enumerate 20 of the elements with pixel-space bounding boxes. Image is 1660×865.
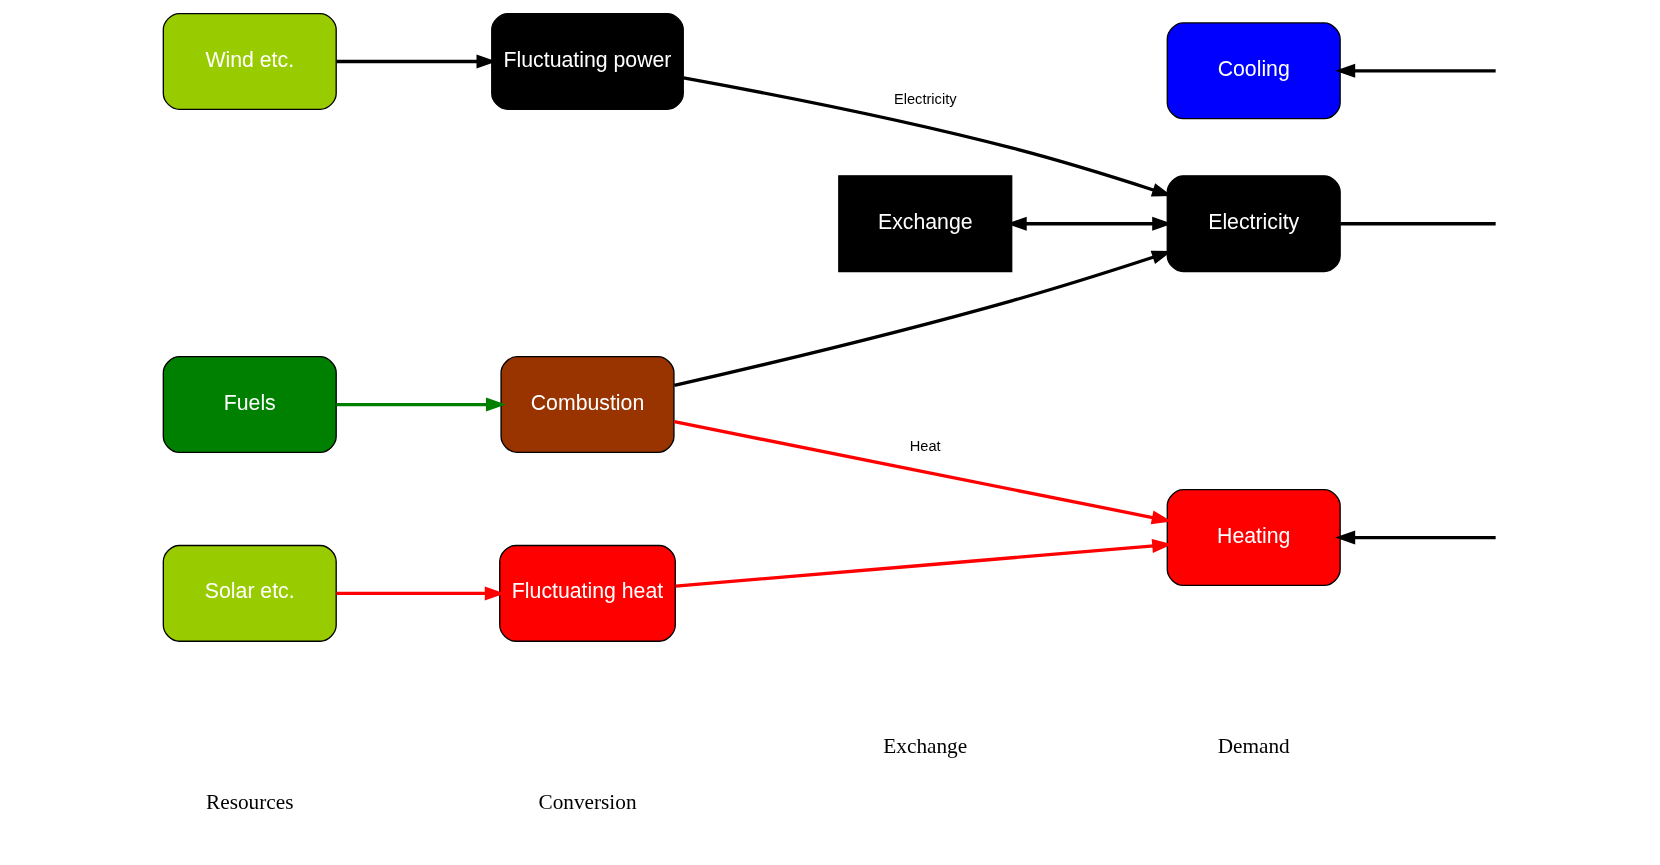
connector (1340, 222, 1496, 226)
node-box: Wind etc. (162, 12, 337, 111)
edge-label: Heat (909, 437, 941, 454)
label: Resources (206, 789, 294, 814)
node-box: Fluctuating heat (499, 544, 676, 642)
node-box: Fluctuating power (491, 12, 684, 111)
node-box: Heating (1166, 489, 1341, 587)
node-box: Cooling (1166, 22, 1341, 120)
edge-label: Electricity (894, 90, 957, 107)
label: Conversion (538, 789, 637, 814)
node-box: Solar etc. (162, 544, 337, 642)
label: Demand (1217, 733, 1290, 758)
node-box: Electricity (1166, 175, 1341, 273)
label: Exchange (883, 733, 968, 758)
node-box: Fuels (162, 356, 337, 454)
node-box: Combustion (500, 356, 675, 454)
arrow (1335, 530, 1496, 545)
arrow (336, 397, 506, 412)
arrow (1335, 63, 1496, 78)
node-box: Exchange (838, 175, 1013, 273)
